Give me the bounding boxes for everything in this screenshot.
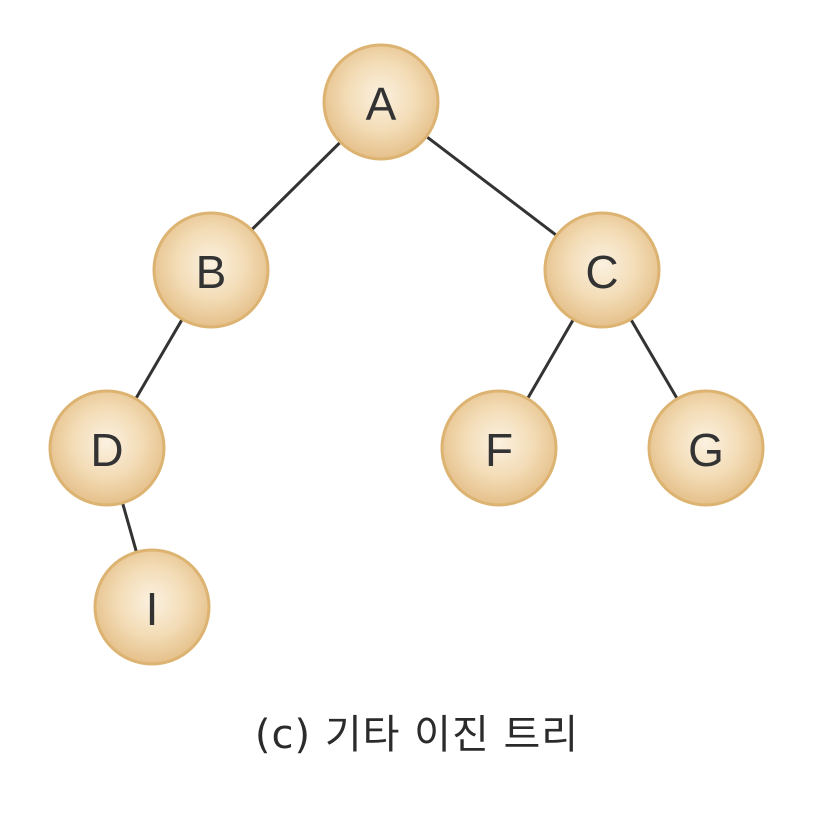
node-label: A — [366, 78, 397, 130]
node-circle — [93, 548, 211, 666]
node-d: D — [48, 389, 166, 507]
node-f: F — [440, 389, 558, 507]
tree-svg: A B C D F G I — [48, 43, 765, 666]
edges-layer — [105, 100, 708, 608]
node-b: B — [152, 211, 270, 329]
nodes-layer: A B C D F G I — [48, 43, 765, 666]
node-a: A — [322, 43, 440, 161]
node-c: C — [543, 211, 661, 329]
node-circle — [152, 211, 270, 329]
node-label: I — [146, 583, 159, 635]
node-label: C — [585, 246, 618, 298]
node-label: D — [90, 424, 123, 476]
node-g: G — [647, 389, 765, 507]
node-circle — [440, 389, 558, 507]
node-i: I — [93, 548, 211, 666]
figure-caption: (c) 기타 이진 트리 — [254, 712, 580, 758]
node-circle — [543, 211, 661, 329]
node-circle — [322, 43, 440, 161]
node-label: F — [485, 424, 513, 476]
node-circle — [48, 389, 166, 507]
node-label: G — [688, 424, 724, 476]
node-label: B — [196, 246, 227, 298]
node-circle — [647, 389, 765, 507]
